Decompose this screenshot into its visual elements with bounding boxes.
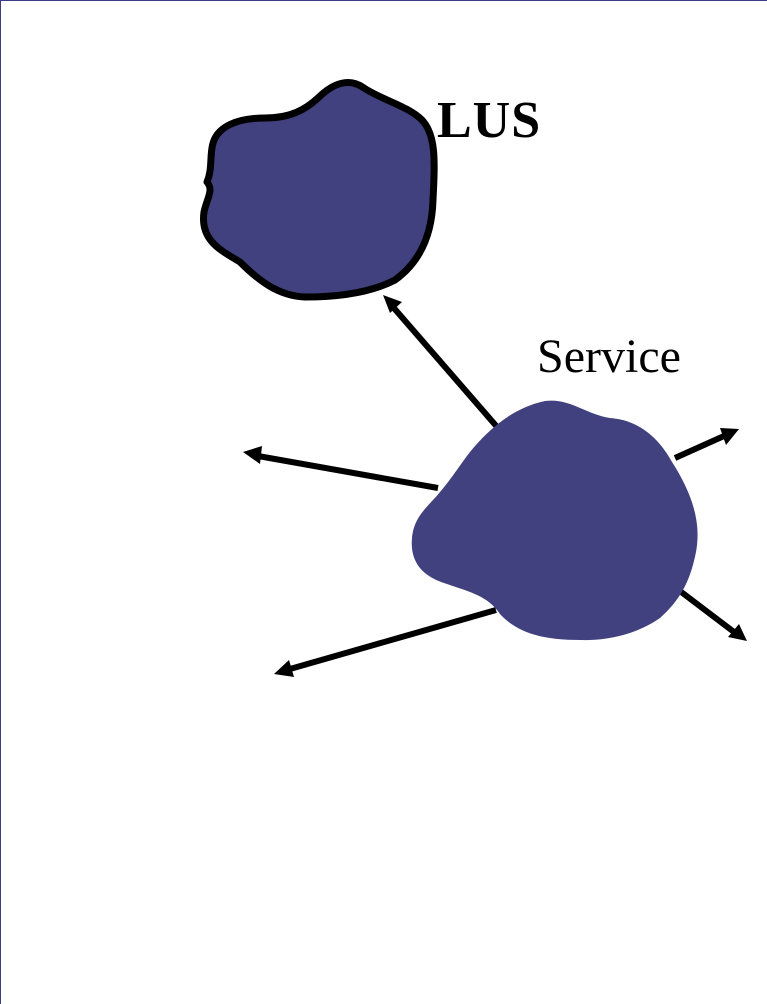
- arrow-service-to-lower-right: [670, 582, 747, 641]
- arrow-service-to-upper-right: [673, 428, 739, 461]
- arrow-service-to-left-upper: [243, 446, 439, 491]
- arrow-service-to-lus: [383, 295, 501, 430]
- arrow-service-to-left-lower: [274, 607, 497, 677]
- service-blob: [411, 400, 698, 641]
- lus-label: LUS: [437, 92, 542, 149]
- service-label: Service: [537, 330, 681, 383]
- lus-blob: [200, 79, 438, 301]
